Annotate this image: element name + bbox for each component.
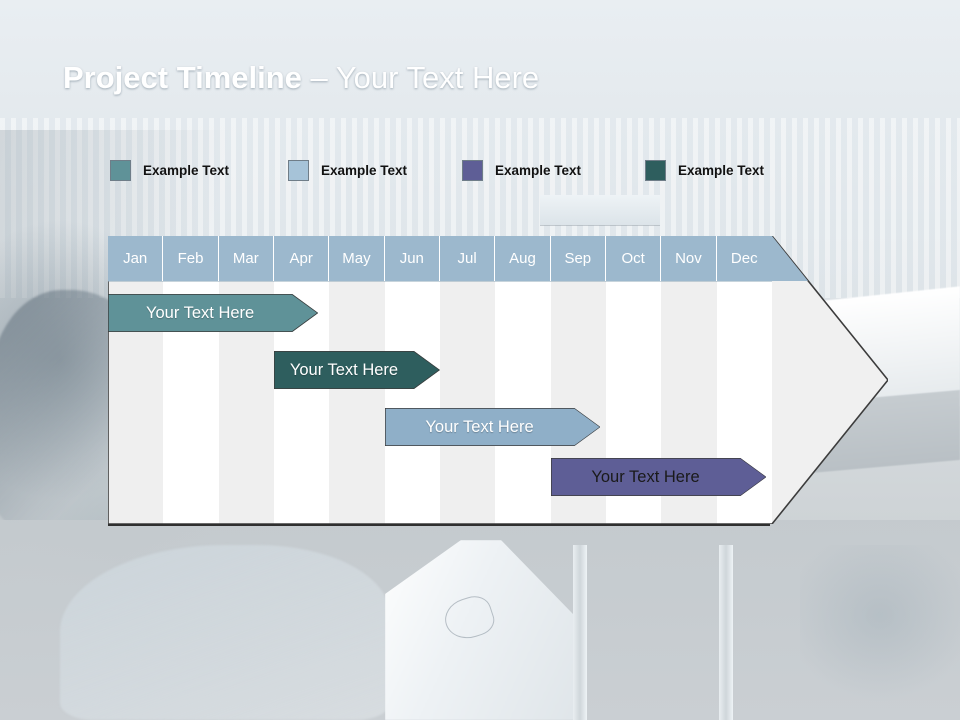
month-header-may[interactable]: May — [329, 236, 385, 281]
background-table-leg-2 — [719, 545, 733, 720]
page-title: Project Timeline – Your Text Here — [63, 60, 539, 96]
page-title-separator: – — [301, 60, 336, 95]
task-bar-label: Your Text Here — [146, 303, 255, 322]
task-bar-4[interactable]: Your Text Here — [550, 458, 767, 496]
month-header-sep[interactable]: Sep — [550, 236, 606, 281]
legend-swatch-dark-teal — [645, 159, 666, 181]
month-header-arrow-cap — [772, 236, 808, 281]
legend-item-label: Example Text — [678, 162, 765, 178]
month-header-mar[interactable]: Mar — [218, 236, 274, 281]
month-header-jul[interactable]: Jul — [439, 236, 496, 281]
task-bar-label: Your Text Here — [289, 360, 399, 379]
month-header-jan[interactable]: Jan — [108, 236, 164, 281]
legend-item-label: Example Text — [321, 162, 408, 178]
legend-item-2[interactable]: Example Text — [288, 159, 408, 181]
slide-header-band — [0, 0, 960, 140]
month-header-feb[interactable]: Feb — [163, 236, 219, 281]
month-header-nov[interactable]: Nov — [661, 236, 717, 281]
task-bar-label: Your Text Here — [591, 467, 700, 486]
page-title-strong: Project Timeline — [63, 60, 302, 95]
legend-item-label: Example Text — [143, 162, 230, 178]
background-chair-foreground — [60, 545, 390, 720]
legend-item-1[interactable]: Example Text — [110, 159, 230, 181]
legend-swatch-purple — [462, 159, 483, 181]
chart-baseline — [108, 524, 770, 526]
legend-swatch-teal — [110, 159, 131, 181]
background-chair-right — [800, 545, 960, 720]
task-bar-1[interactable]: Your Text Here — [108, 294, 319, 332]
legend-item-3[interactable]: Example Text — [462, 159, 582, 181]
legend-item-4[interactable]: Example Text — [645, 159, 765, 181]
task-bar-label: Your Text Here — [425, 417, 534, 436]
legend-swatch-light-blue — [288, 159, 309, 181]
month-header-jun[interactable]: Jun — [384, 236, 440, 281]
background-table-leg-1 — [573, 545, 587, 720]
page-title-light: Your Text Here — [335, 60, 540, 95]
month-header-oct[interactable]: Oct — [605, 236, 662, 281]
legend-item-label: Example Text — [495, 162, 582, 178]
task-bar-2[interactable]: Your Text Here — [273, 351, 440, 389]
month-header-aug[interactable]: Aug — [495, 236, 551, 281]
background-window-trim — [540, 195, 660, 225]
task-bar-3[interactable]: Your Text Here — [384, 408, 601, 446]
month-header-apr[interactable]: Apr — [273, 236, 330, 281]
month-header-dec[interactable]: Dec — [716, 236, 772, 281]
